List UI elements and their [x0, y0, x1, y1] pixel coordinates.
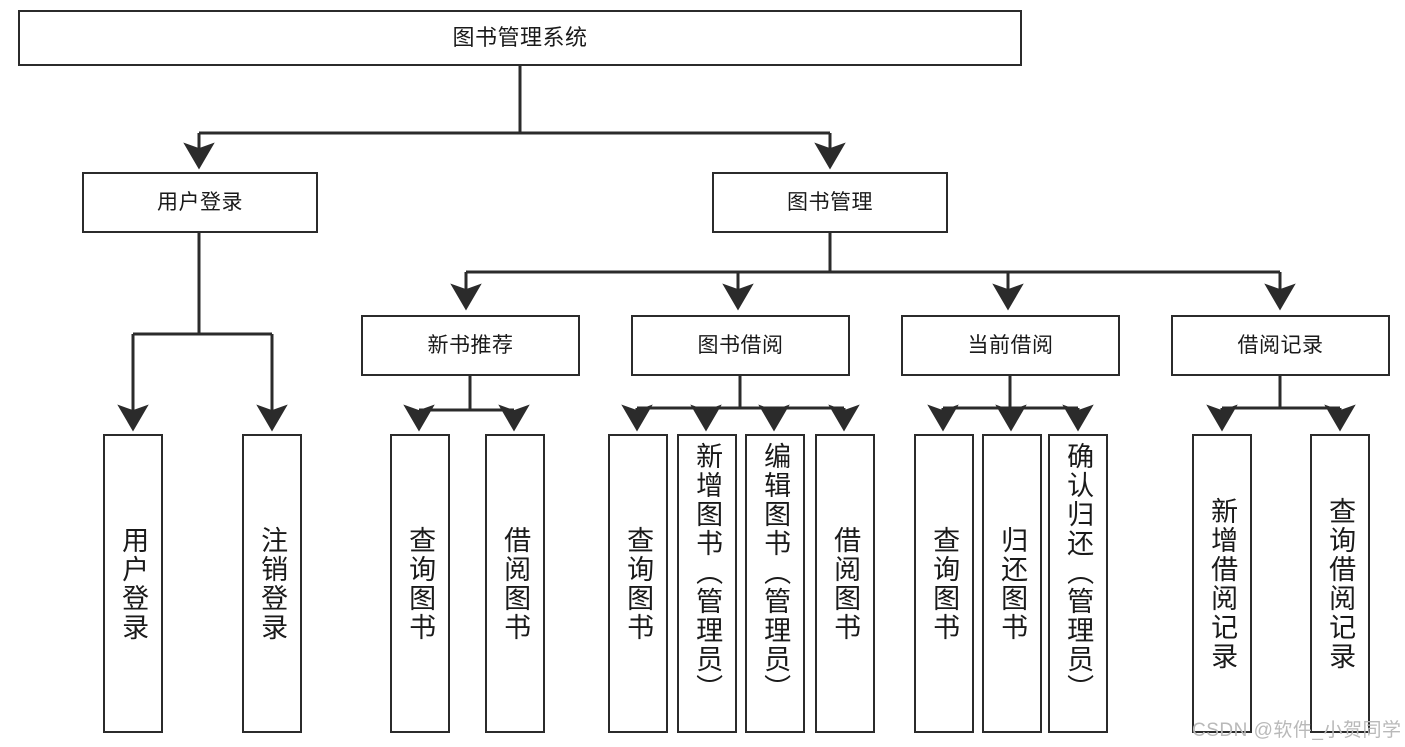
node-label: 新增借阅记录	[1207, 496, 1238, 671]
node-leaf-confirm-return-admin[interactable]: 确认归还（管理员）	[1048, 434, 1108, 733]
node-leaf-query-book-current[interactable]: 查询图书	[914, 434, 974, 733]
node-leaf-user-login[interactable]: 用户登录	[103, 434, 163, 733]
node-leaf-query-book-borrow[interactable]: 查询图书	[608, 434, 668, 733]
node-leaf-logout[interactable]: 注销登录	[242, 434, 302, 733]
node-leaf-add-borrow-record[interactable]: 新增借阅记录	[1192, 434, 1252, 733]
node-label: 当前借阅	[967, 333, 1054, 357]
node-label: 用户登录	[118, 525, 149, 642]
node-label: 借阅记录	[1237, 333, 1324, 357]
node-label: 编辑图书（管理员）	[760, 442, 791, 703]
node-leaf-query-borrow-record[interactable]: 查询借阅记录	[1310, 434, 1370, 733]
node-leaf-borrow-book[interactable]: 借阅图书	[815, 434, 875, 733]
node-label: 确认归还（管理员）	[1063, 442, 1094, 703]
node-label: 用户登录	[157, 190, 243, 214]
node-label: 借阅图书	[500, 525, 531, 642]
node-leaf-return-book[interactable]: 归还图书	[982, 434, 1042, 733]
csdn-watermark: CSDN @软件_小贺同学	[1192, 720, 1402, 741]
node-label: 查询图书	[623, 525, 654, 642]
node-current-borrow[interactable]: 当前借阅	[901, 315, 1120, 376]
node-book-management[interactable]: 图书管理	[712, 172, 948, 233]
node-label: 查询图书	[929, 525, 960, 642]
node-new-book-recommend[interactable]: 新书推荐	[361, 315, 580, 376]
node-leaf-borrow-book-recommend[interactable]: 借阅图书	[485, 434, 545, 733]
node-label: 注销登录	[257, 525, 288, 642]
node-leaf-query-book-recommend[interactable]: 查询图书	[390, 434, 450, 733]
node-root-system[interactable]: 图书管理系统	[18, 10, 1022, 66]
node-label: 新书推荐	[427, 333, 514, 357]
node-user-login[interactable]: 用户登录	[82, 172, 318, 233]
node-label: 借阅图书	[830, 525, 861, 642]
node-label: 归还图书	[997, 525, 1028, 642]
node-leaf-edit-book-admin[interactable]: 编辑图书（管理员）	[745, 434, 805, 733]
node-label: 图书管理系统	[452, 24, 588, 50]
node-label: 查询借阅记录	[1325, 496, 1356, 671]
node-label: 图书借阅	[697, 333, 784, 357]
node-label: 新增图书（管理员）	[692, 442, 723, 703]
node-borrow-records[interactable]: 借阅记录	[1171, 315, 1390, 376]
node-label: 图书管理	[787, 190, 873, 214]
node-leaf-add-book-admin[interactable]: 新增图书（管理员）	[677, 434, 737, 733]
node-book-borrow[interactable]: 图书借阅	[631, 315, 850, 376]
node-label: 查询图书	[405, 525, 436, 642]
